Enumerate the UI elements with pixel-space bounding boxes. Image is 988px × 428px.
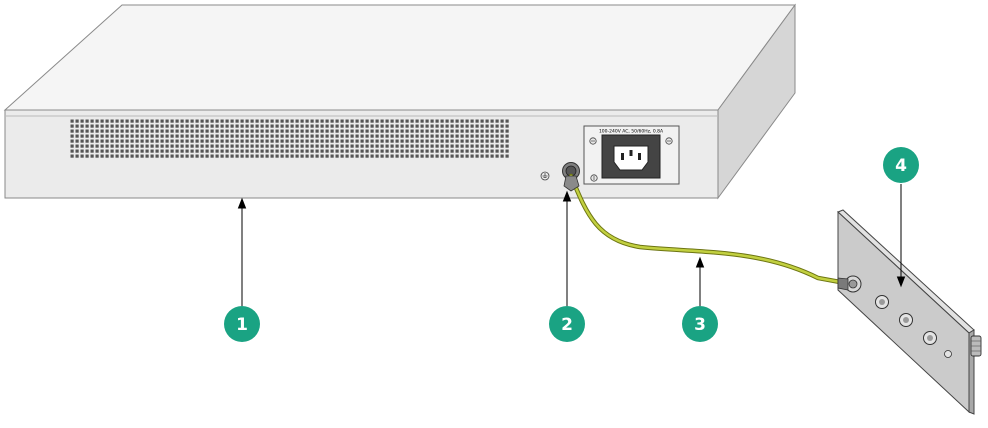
- plate-bolt: [970, 335, 982, 357]
- grounding-plate: [837, 209, 982, 415]
- callout-4-number: 4: [895, 156, 907, 176]
- socket-ground-icon: [590, 174, 598, 182]
- power-rating-label: 100-240V AC, 50/60Hz, 0.8A: [599, 129, 664, 135]
- grounding-plate-face: [837, 210, 970, 414]
- socket-screw-icon: [589, 137, 597, 145]
- callout-4: 4: [883, 147, 919, 183]
- plate-stud: [875, 295, 889, 309]
- power-socket: 100-240V AC, 50/60Hz, 0.8A: [583, 125, 680, 185]
- callout-2-number: 2: [561, 315, 573, 335]
- plate-terminal: [837, 275, 862, 293]
- callout-3: 3: [682, 306, 718, 342]
- plate-stud: [899, 313, 913, 327]
- callout-arrows: [237, 184, 906, 306]
- switch-chassis: 100-240V AC, 50/60Hz, 0.8A: [3, 3, 796, 200]
- callout-1-number: 1: [236, 315, 248, 335]
- plate-stud: [923, 331, 937, 345]
- callout-3-number: 3: [694, 315, 706, 335]
- callout-1: 1: [224, 306, 260, 342]
- socket-screw-icon: [665, 137, 673, 145]
- callout-2: 2: [549, 306, 585, 342]
- ground-symbol-icon: [540, 171, 550, 181]
- ground-cable: [563, 173, 843, 285]
- chassis-top-face: [3, 4, 796, 111]
- plate-stud: [944, 350, 952, 358]
- vent-grille: [70, 119, 510, 159]
